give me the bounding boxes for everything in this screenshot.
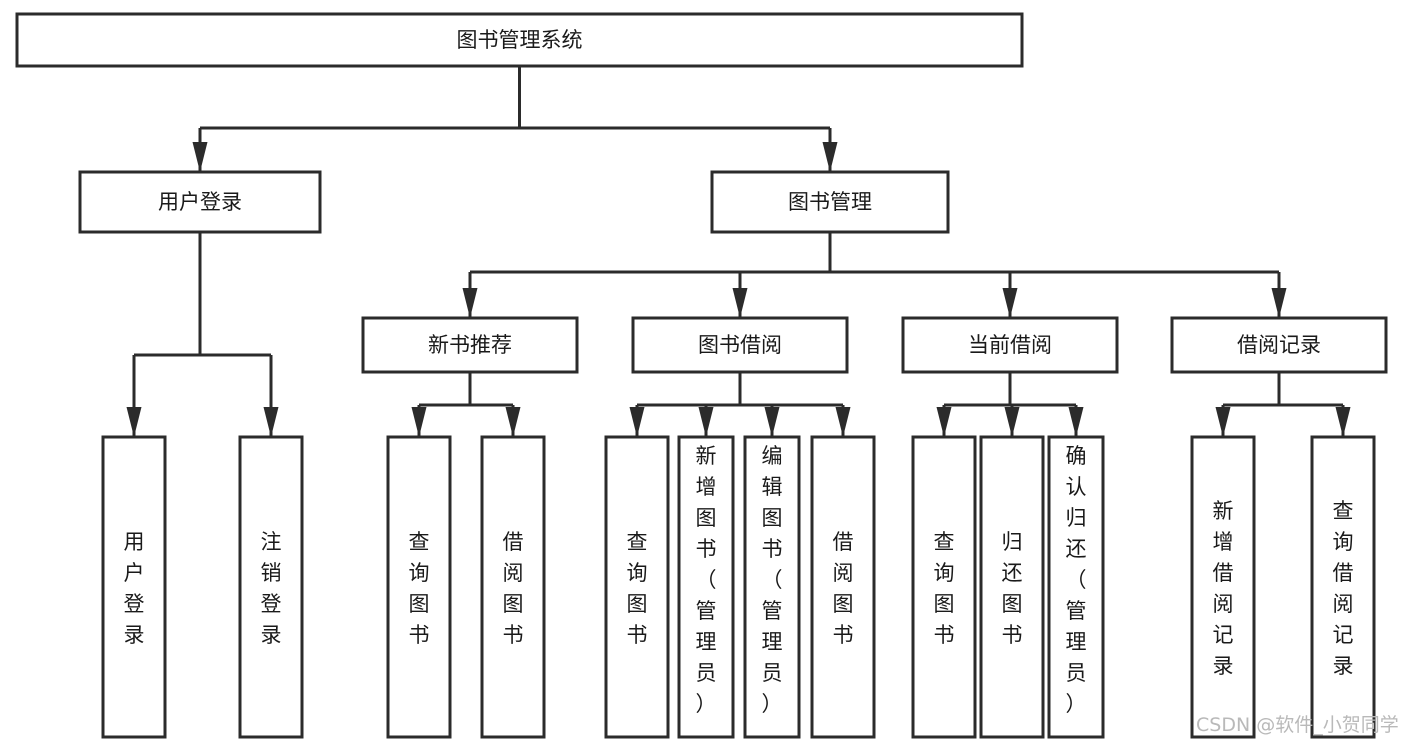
node-book-borrow[interactable]: 图书借阅 xyxy=(631,316,849,374)
edge-book-manage-arrow-3 xyxy=(1271,288,1287,318)
edge-book-manage-arrow-0 xyxy=(462,288,478,318)
node-label-book-manage: 图书管理 xyxy=(788,190,872,214)
edge-new-book-rec-arrow-0 xyxy=(411,407,427,437)
node-box-leaf-confirm-return xyxy=(1047,435,1105,739)
node-box-leaf-logout-login xyxy=(238,435,304,739)
nodes-layer: 图书管理系统用户登录图书管理新书推荐图书借阅当前借阅借阅记录用户登录注销登录查询… xyxy=(15,12,1388,739)
node-box-leaf-query-book-rec xyxy=(386,435,452,739)
node-box-leaf-borrow-book-rec xyxy=(480,435,546,739)
node-root[interactable]: 图书管理系统 xyxy=(15,12,1024,68)
edge-book-borrow-arrow-1 xyxy=(698,407,714,437)
node-box-leaf-edit-book-admin xyxy=(743,435,801,739)
node-leaf-borrow-book-borrow[interactable]: 借阅图书 xyxy=(810,435,876,739)
node-box-leaf-return-book xyxy=(979,435,1045,739)
node-new-book-recommend[interactable]: 新书推荐 xyxy=(361,316,579,374)
edge-user-login-arrow-1 xyxy=(263,407,279,437)
node-leaf-borrow-book-rec[interactable]: 借阅图书 xyxy=(480,435,546,739)
node-user-login[interactable]: 用户登录 xyxy=(78,170,322,234)
edge-book-borrow-arrow-0 xyxy=(629,407,645,437)
node-label-borrow-record: 借阅记录 xyxy=(1237,333,1321,357)
node-leaf-query-borrow-record[interactable]: 查询借阅记录 xyxy=(1310,435,1376,739)
node-label-current-borrow: 当前借阅 xyxy=(968,333,1052,357)
node-label-root: 图书管理系统 xyxy=(457,28,583,52)
edge-borrow-record-arrow-0 xyxy=(1215,407,1231,437)
node-label-leaf-borrow-book-rec: 借阅图书 xyxy=(503,530,524,647)
csdn-watermark: CSDN @软件_小贺同学 xyxy=(1196,714,1399,736)
node-leaf-add-borrow-record[interactable]: 新增借阅记录 xyxy=(1190,435,1256,739)
edge-root-arrow-0 xyxy=(192,142,208,172)
node-label-leaf-confirm-return: 确认归还（管理员） xyxy=(1066,444,1087,716)
edge-current-borrow-arrow-1 xyxy=(1004,407,1020,437)
edge-current-borrow-arrow-0 xyxy=(936,407,952,437)
edge-borrow-record-arrow-1 xyxy=(1335,407,1351,437)
node-leaf-logout-login[interactable]: 注销登录 xyxy=(238,435,304,739)
node-box-leaf-borrow-book-borrow xyxy=(810,435,876,739)
node-box-current-borrow xyxy=(901,316,1119,374)
node-box-leaf-query-book-current xyxy=(911,435,977,739)
connectors-layer xyxy=(126,66,1351,437)
edge-book-manage-arrow-1 xyxy=(732,288,748,318)
node-label-leaf-query-borrow-record: 查询借阅记录 xyxy=(1333,499,1354,678)
node-label-book-borrow: 图书借阅 xyxy=(698,333,782,357)
node-box-leaf-add-book-admin xyxy=(677,435,735,739)
node-label-leaf-logout-login: 注销登录 xyxy=(261,530,282,647)
node-label-leaf-query-book-rec: 查询图书 xyxy=(409,530,430,647)
node-leaf-query-book-rec[interactable]: 查询图书 xyxy=(386,435,452,739)
node-label-user-login: 用户登录 xyxy=(158,190,242,214)
edge-root-arrow-1 xyxy=(822,142,838,172)
node-box-leaf-query-book-borrow xyxy=(604,435,670,739)
edge-user-login-arrow-0 xyxy=(126,407,142,437)
node-leaf-confirm-return[interactable]: 确认归还（管理员） xyxy=(1047,435,1105,739)
node-box-book-manage xyxy=(710,170,950,234)
node-leaf-user-login[interactable]: 用户登录 xyxy=(101,435,167,739)
node-label-leaf-return-book: 归还图书 xyxy=(1002,530,1023,647)
node-box-new-book-recommend xyxy=(361,316,579,374)
node-box-root xyxy=(15,12,1024,68)
node-label-leaf-borrow-book-borrow: 借阅图书 xyxy=(833,530,854,647)
node-book-manage[interactable]: 图书管理 xyxy=(710,170,950,234)
node-label-new-book-recommend: 新书推荐 xyxy=(428,333,512,357)
node-label-leaf-add-borrow-record: 新增借阅记录 xyxy=(1213,499,1234,678)
node-box-book-borrow xyxy=(631,316,849,374)
node-borrow-record[interactable]: 借阅记录 xyxy=(1170,316,1388,374)
node-label-leaf-user-login: 用户登录 xyxy=(124,530,145,647)
node-label-leaf-edit-book-admin: 编辑图书（管理员） xyxy=(762,444,783,716)
node-current-borrow[interactable]: 当前借阅 xyxy=(901,316,1119,374)
edge-new-book-rec-arrow-1 xyxy=(505,407,521,437)
node-leaf-query-book-current[interactable]: 查询图书 xyxy=(911,435,977,739)
node-leaf-add-book-admin[interactable]: 新增图书（管理员） xyxy=(677,435,735,739)
node-box-leaf-add-borrow-record xyxy=(1190,435,1256,739)
edge-book-manage-arrow-2 xyxy=(1002,288,1018,318)
node-leaf-query-book-borrow[interactable]: 查询图书 xyxy=(604,435,670,739)
node-leaf-edit-book-admin[interactable]: 编辑图书（管理员） xyxy=(743,435,801,739)
node-label-leaf-add-book-admin: 新增图书（管理员） xyxy=(696,444,717,716)
node-leaf-return-book[interactable]: 归还图书 xyxy=(979,435,1045,739)
node-box-borrow-record xyxy=(1170,316,1388,374)
edge-book-borrow-arrow-2 xyxy=(764,407,780,437)
node-box-leaf-query-borrow-record xyxy=(1310,435,1376,739)
node-box-leaf-user-login xyxy=(101,435,167,739)
edge-book-borrow-arrow-3 xyxy=(835,407,851,437)
node-label-leaf-query-book-borrow: 查询图书 xyxy=(627,530,648,647)
node-box-user-login xyxy=(78,170,322,234)
edge-current-borrow-arrow-2 xyxy=(1068,407,1084,437)
node-label-leaf-query-book-current: 查询图书 xyxy=(934,530,955,647)
